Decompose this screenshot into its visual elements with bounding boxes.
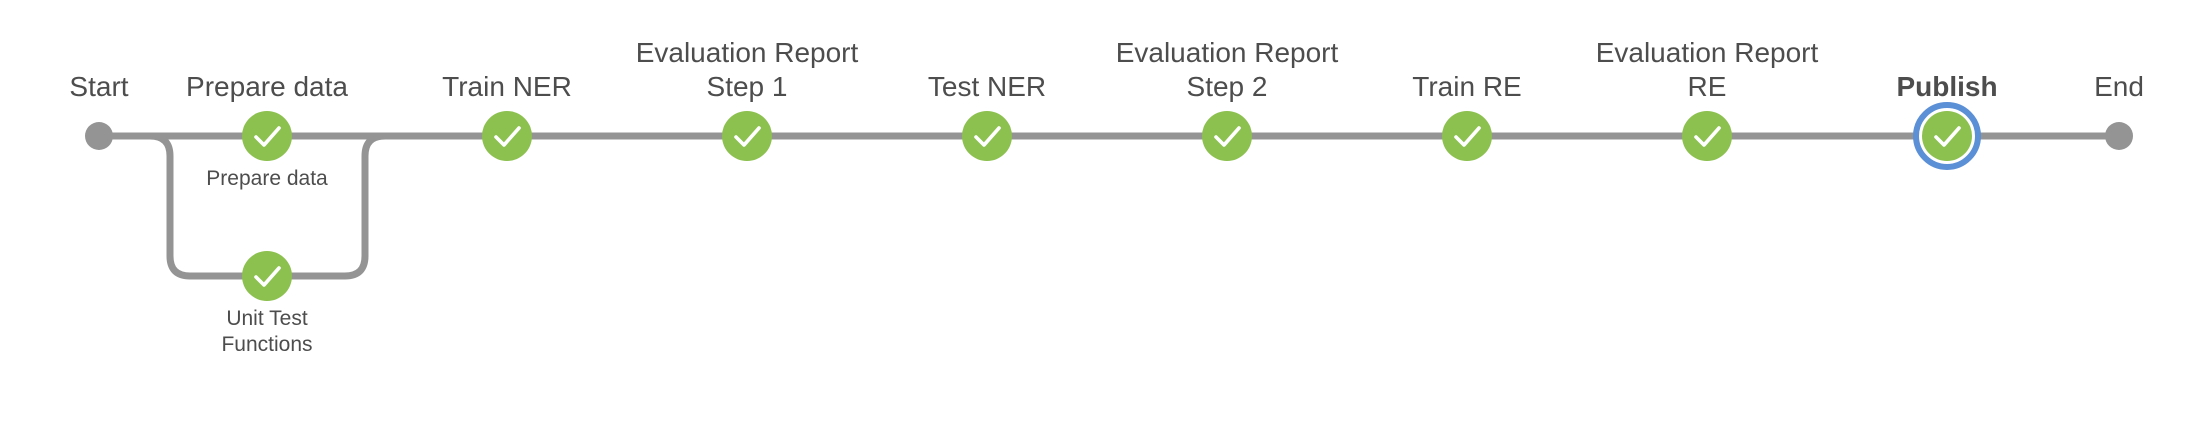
stage-node-train-ner[interactable]: [482, 111, 532, 161]
stage-label-train-ner-line: Train NER: [442, 71, 572, 102]
checkmark-icon: [1934, 126, 1961, 147]
branch-label-prepare-0-line: Prepare data: [206, 167, 328, 190]
stage-status-circle: [722, 111, 772, 161]
stage-label-eval-re-line: Evaluation Report: [1595, 37, 1819, 68]
stage-node-test-ner[interactable]: [962, 111, 1012, 161]
stage-label-eval-step1-line: Evaluation Report: [635, 37, 859, 68]
stage-label-prepare-line: Prepare data: [186, 71, 348, 102]
stage-status-circle: [242, 251, 292, 301]
checkmark-icon: [494, 126, 521, 147]
stage-label-eval-step1-line: Step 1: [706, 71, 788, 102]
checkmark-icon: [254, 266, 281, 287]
stage-status-circle: [242, 111, 292, 161]
checkmark-icon: [1694, 126, 1721, 147]
branch-label-prepare-1-line: Functions: [221, 333, 313, 356]
checkmark-icon: [1214, 126, 1241, 147]
stage-label-train-re-line: Train RE: [1412, 71, 1522, 102]
stage-node-prepare[interactable]: [242, 111, 292, 161]
stage-label-eval-step2-line: Evaluation Report: [1115, 37, 1339, 68]
stage-node-train-re[interactable]: [1442, 111, 1492, 161]
stage-status-circle: [482, 111, 532, 161]
stage-label-publish-line: Publish: [1896, 71, 1998, 102]
stage-label-train-re: Train RE: [1412, 70, 1521, 104]
stage-status-circle: [1682, 111, 1732, 161]
stage-node-eval-re[interactable]: [1682, 111, 1732, 161]
stage-status-circle: [962, 111, 1012, 161]
start-label: Start: [69, 71, 129, 102]
stage-label-prepare: Prepare data: [186, 70, 348, 104]
branch-label-prepare-0: Prepare data: [206, 166, 327, 192]
checkmark-icon: [974, 126, 1001, 147]
stage-status-circle: [1922, 111, 1972, 161]
stage-label-publish: Publish: [1896, 70, 1997, 104]
stage-status-circle: [1442, 111, 1492, 161]
stage-label-eval-step2-line: Step 2: [1186, 71, 1268, 102]
branch-node-prepare-1[interactable]: [242, 251, 292, 301]
branch-label-prepare-1-line: Unit Test: [226, 307, 308, 330]
checkmark-icon: [1454, 126, 1481, 147]
stage-label-train-ner: Train NER: [442, 70, 572, 104]
stage-status-circle: [1202, 111, 1252, 161]
stage-label-test-ner-line: Test NER: [927, 71, 1047, 102]
stage-label-test-ner: Test NER: [928, 70, 1046, 104]
stage-node-eval-step2[interactable]: [1202, 111, 1252, 161]
end-label: End: [2094, 71, 2144, 102]
stage-label-eval-re-line: RE: [1687, 71, 1727, 102]
checkmark-icon: [254, 126, 281, 147]
start-node: [85, 122, 113, 150]
checkmark-icon: [734, 126, 761, 147]
stage-node-eval-step1[interactable]: [722, 111, 772, 161]
end-node: [2105, 122, 2133, 150]
stage-node-publish[interactable]: [1913, 102, 1981, 170]
